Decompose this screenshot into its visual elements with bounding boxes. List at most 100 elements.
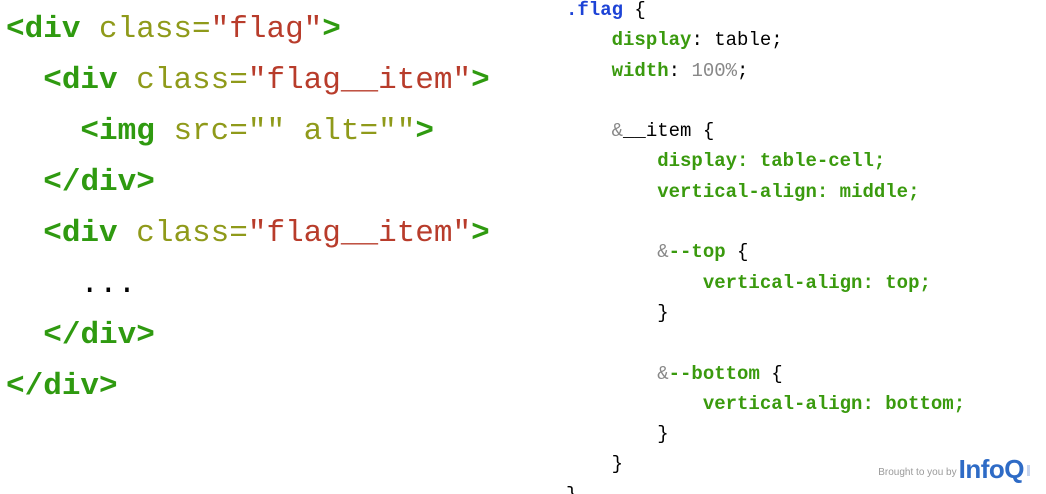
attr-value: "flag" [210,12,323,47]
tag-close-bracket: > [322,12,341,47]
tag-open-bracket: < [43,63,62,98]
tag-name: img [99,114,155,149]
attr-name: alt= [285,114,379,149]
selector: .flag [566,0,624,21]
tag-name: div [61,216,118,251]
tag-close-bracket: > [136,165,155,200]
tag-name: div [43,369,100,404]
scss-line-7: vertical-align: middle; [566,177,965,207]
infoq-logo: InfoQ [958,454,1025,484]
semicolon: ; [919,271,931,294]
colon: : [737,150,760,173]
scss-line-2: display: table; [566,25,965,55]
nested-selector: __item [623,120,692,143]
scss-code-block: .flag { display: table; width: 100%; &__… [566,0,965,494]
tag-close-bracket: > [471,63,490,98]
attr-name: src= [154,114,248,149]
scss-line-14: vertical-align: bottom; [566,389,965,419]
tag-name: div [80,165,137,200]
brace-close: } [657,423,669,446]
scss-line-15: } [566,419,965,449]
property: vertical-align [702,271,863,294]
colon: : [668,59,692,82]
semicolon: ; [953,392,966,415]
brace-close: } [611,453,624,476]
html-code-block: <div class="flag"> <div class="flag__ite… [6,4,490,412]
html-line-1: <div class="flag"> [6,4,490,55]
html-line-5: <div class="flag__item"> [6,208,490,259]
colon: : [862,271,886,294]
tag-close-bracket: > [415,114,434,149]
property: vertical-align [657,180,817,203]
property: width [611,59,669,82]
tag-close-bracket: > [136,318,155,353]
semicolon: ; [873,150,886,173]
property: display [611,29,692,52]
scss-line-9: &--top { [566,237,965,267]
value: table [714,29,772,52]
html-line-2: <div class="flag__item"> [6,55,490,106]
attr-value: "flag__item" [247,216,472,251]
html-line-3: <img src="" alt=""> [6,106,490,157]
ellipsis: ... [80,267,137,302]
semicolon: ; [908,180,920,203]
parent-ref: & [657,362,669,385]
value: top [885,271,920,294]
modifier-selector: --bottom [668,362,760,385]
brand-prefix: Brought to you by [878,467,957,478]
brace-close: } [657,301,669,324]
html-line-8: </div> [6,361,490,412]
scss-line-12 [566,328,965,358]
colon: : [816,180,840,203]
attr-value: "" [247,114,286,149]
brace-open: { [759,362,783,385]
html-line-6: ... [6,259,490,310]
tag-open-bracket: < [6,12,25,47]
parent-ref: & [657,241,669,264]
scss-line-6: display: table-cell; [566,146,965,176]
value: bottom [885,392,954,415]
colon: : [862,392,886,415]
property: display [657,150,738,173]
attr-value: "" [378,114,416,149]
scss-line-17: } [566,480,965,494]
brace-open: { [691,120,715,143]
attr-value: "flag__item" [247,63,472,98]
value: 100% [691,59,738,82]
tag-open-bracket: </ [43,318,81,353]
tag-name: div [61,63,118,98]
scss-line-5: &__item { [566,116,965,146]
tag-open-bracket: < [80,114,100,149]
tag-open-bracket: </ [6,369,44,404]
attr-name: class= [117,63,248,98]
scss-line-1: .flag { [566,0,965,25]
scss-line-13: &--bottom { [566,359,965,389]
logo-mark-icon [1027,465,1030,476]
modifier-selector: --top [668,241,726,264]
value: table-cell [759,150,874,173]
tag-close-bracket: > [471,216,490,251]
tag-name: div [80,318,137,353]
property: vertical-align [702,392,863,415]
attr-name: class= [117,216,248,251]
infoq-branding: Brought to you by InfoQ [878,456,1030,482]
tag-name: div [24,12,81,47]
tag-open-bracket: < [43,216,62,251]
brace-close: } [566,484,577,494]
attr-name: class= [80,12,211,47]
html-line-7: </div> [6,310,490,361]
html-line-4: </div> [6,157,490,208]
colon: : [691,29,715,52]
scss-line-11: } [566,298,965,328]
scss-line-10: vertical-align: top; [566,268,965,298]
scss-line-3: width: 100%; [566,56,965,86]
brace-open: { [725,241,749,264]
tag-close-bracket: > [99,369,118,404]
scss-line-4 [566,86,965,116]
brace-open: { [623,0,646,21]
value: middle [839,180,909,203]
parent-ref: & [611,120,624,143]
scss-line-16: } [566,449,965,479]
tag-open-bracket: </ [43,165,81,200]
